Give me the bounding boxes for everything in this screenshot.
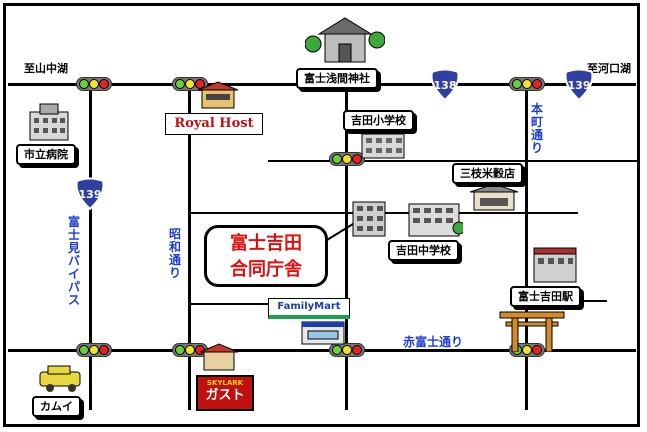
traffic-signal-icon xyxy=(76,343,112,357)
route-138-shield: 138 xyxy=(430,68,460,102)
road-minor-3 xyxy=(190,303,270,305)
family-mart-logo: FamilyMart xyxy=(268,298,350,319)
shrine-icon xyxy=(305,17,385,63)
route-139-shield-bypass: 139 xyxy=(75,177,105,211)
akafuji-dori-road-name: 赤富士通り xyxy=(403,335,464,349)
road-minor-1 xyxy=(268,160,638,162)
elementary-school-label: 吉田小学校 xyxy=(343,110,414,131)
royal-host-building-icon xyxy=(197,81,239,109)
callout-pointer xyxy=(326,223,354,241)
kamui-label: カムイ xyxy=(32,396,81,417)
road-akafuji-dori xyxy=(8,349,636,352)
destination-right-label: 至河口湖 xyxy=(587,62,631,75)
hospital-label: 市立病院 xyxy=(16,144,76,165)
road-honcho-dori xyxy=(525,85,528,410)
road-showa-dori xyxy=(188,85,191,410)
station-label: 富士吉田駅 xyxy=(510,286,581,307)
destination-left-label: 至山中湖 xyxy=(24,62,68,75)
shrine-label: 富士浅間神社 xyxy=(296,68,378,89)
traffic-signal-icon xyxy=(329,343,365,357)
middle-school-icon xyxy=(408,203,463,237)
rice-shop-label: 三枝米穀店 xyxy=(452,163,523,184)
skylark-building-icon xyxy=(199,343,239,371)
hospital-icon xyxy=(29,103,69,141)
elementary-school-icon xyxy=(361,133,405,159)
rice-shop-icon xyxy=(469,183,519,211)
traffic-signal-icon xyxy=(329,152,365,166)
route-138-number: 138 xyxy=(434,79,457,92)
traffic-signal-icon xyxy=(172,77,208,91)
map-frame xyxy=(3,3,640,427)
torii-gate-icon xyxy=(499,311,565,352)
skylark-text: SKYLARK xyxy=(206,379,244,387)
traffic-signal-icon xyxy=(509,77,545,91)
main-building-line2: 合同庁舎 xyxy=(230,259,302,280)
traffic-signal-icon xyxy=(76,77,112,91)
route-139-east-number: 139 xyxy=(568,79,591,92)
fujimi-bypass-road-name: 富士見バイパス xyxy=(67,215,80,307)
main-building-line1: 富士吉田 xyxy=(230,233,302,254)
road-center xyxy=(345,85,348,410)
honcho-dori-road-name: 本町通り xyxy=(530,102,543,155)
middle-school-label: 吉田中学校 xyxy=(388,240,459,261)
route-139-shield-east: 139 xyxy=(564,68,594,102)
family-mart-store-icon xyxy=(301,321,345,345)
route-139-bypass-number: 139 xyxy=(79,188,102,201)
government-building-icon xyxy=(352,201,386,237)
showa-dori-road-name: 昭和通り xyxy=(168,227,181,280)
gusto-logo: SKYLARK ガスト xyxy=(196,375,254,411)
gusto-text: ガスト xyxy=(205,388,245,403)
road-fujimi-bypass xyxy=(89,85,92,410)
royal-host-logo: Royal Host xyxy=(165,113,263,135)
main-building-callout: 富士吉田 合同庁舎 xyxy=(204,225,328,287)
station-icon xyxy=(533,247,577,283)
kamui-car-icon xyxy=(39,365,81,392)
